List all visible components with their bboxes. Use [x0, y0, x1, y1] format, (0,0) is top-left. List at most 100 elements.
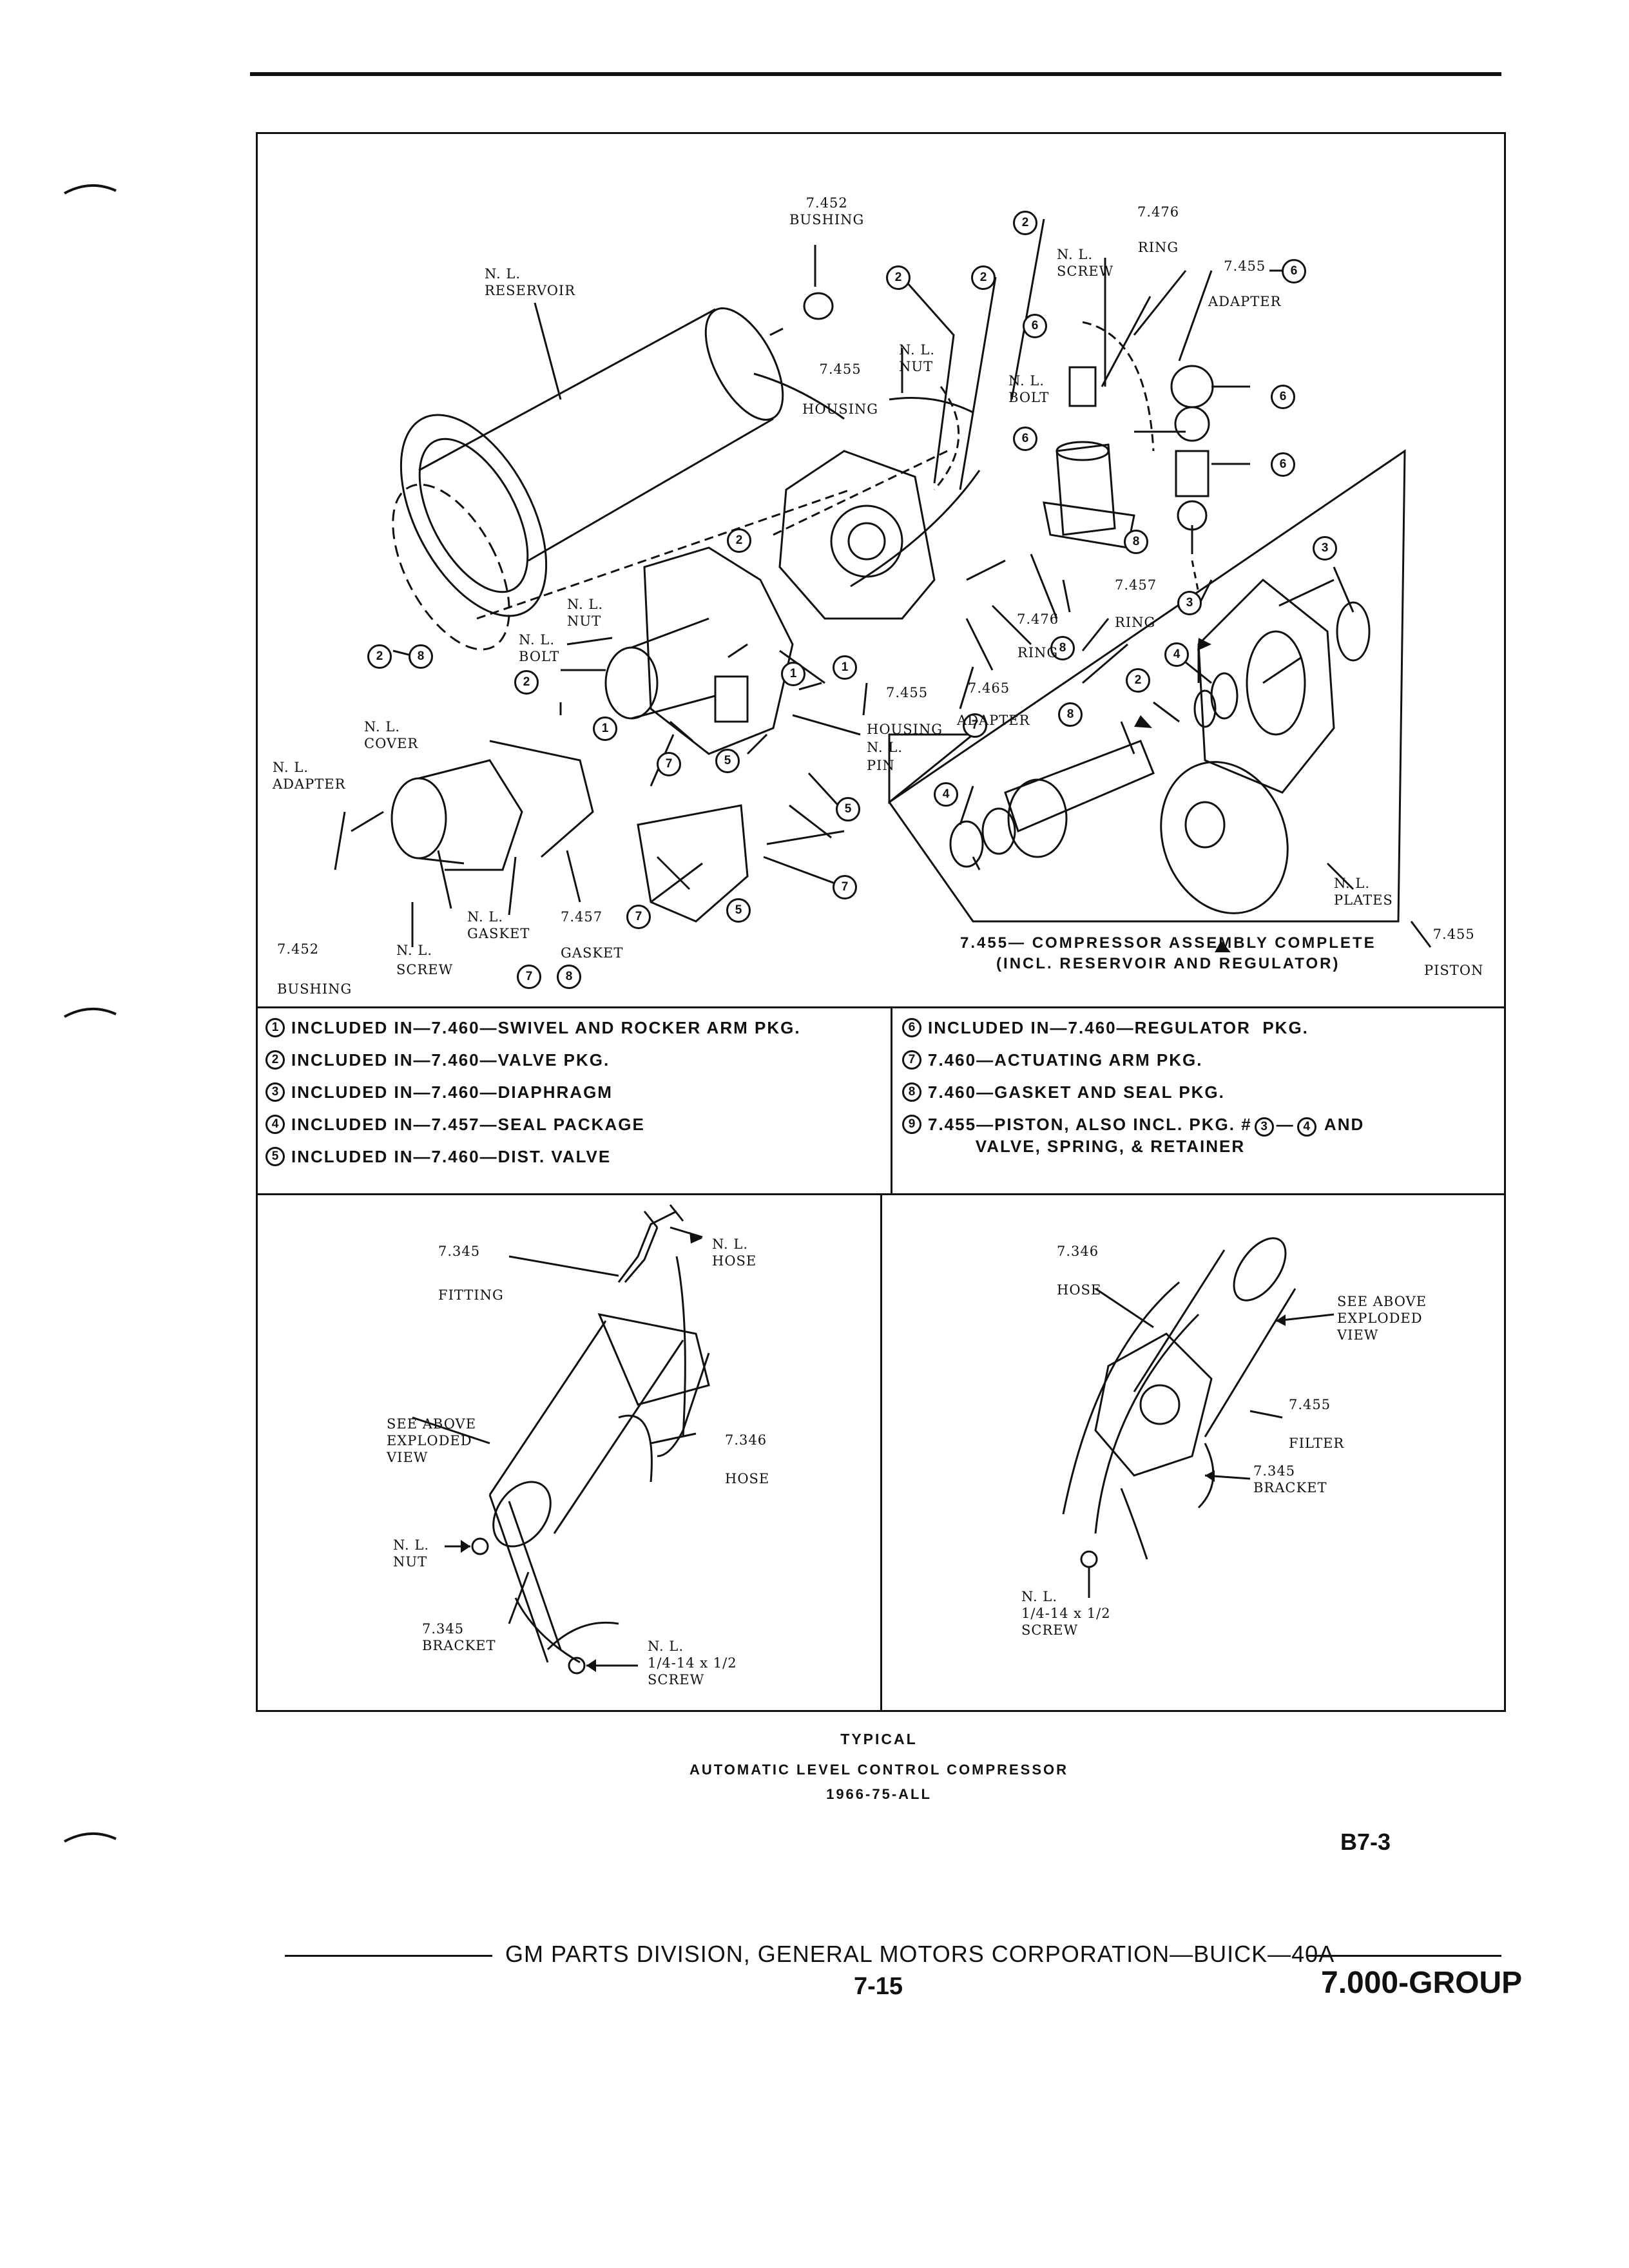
label-ring-7457: 7.457	[1115, 577, 1157, 593]
callout-6: 6	[1023, 314, 1047, 338]
callout-7: 7	[833, 875, 857, 899]
label-cover: N. L. COVER	[364, 719, 419, 751]
install-right-see-above: SEE ABOVE EXPLODED VIEW	[1337, 1294, 1427, 1343]
legend-text: 7.455—PISTON, ALSO INCL. PKG. #3—4 AND V…	[928, 1115, 1365, 1156]
legend-number-4: 4	[265, 1115, 285, 1134]
page-code: B7-3	[1340, 1829, 1391, 1855]
label-gasket-7457: 7.457 GASKET	[561, 909, 624, 961]
legend-number-8: 8	[902, 1082, 921, 1102]
install-left-screw: N. L. 1/4-14 x 1/2 SCREW	[648, 1639, 737, 1687]
callout-5: 5	[726, 898, 751, 923]
label-piston: 7.455 PISTON	[1424, 927, 1484, 978]
callout-2: 2	[514, 670, 539, 695]
callout-6: 6	[1282, 259, 1306, 284]
legend-text: INCLUDED IN—7.460—DIST. VALVE	[291, 1147, 612, 1166]
legend-number-1: 1	[265, 1018, 285, 1037]
install-right-bracket: 7.345 BRACKET	[1253, 1463, 1327, 1495]
install-left-hose-top: N. L. HOSE	[712, 1236, 757, 1269]
callout-1: 1	[593, 716, 617, 741]
callout-3: 3	[1313, 536, 1337, 561]
label-adapter-mid: ADAPTER	[957, 713, 1030, 728]
legend-inline-ref: 4	[1296, 1117, 1316, 1137]
callout-8: 8	[1124, 530, 1148, 554]
legend-item-7: 7 7.460—ACTUATING ARM PKG.	[902, 1050, 1203, 1070]
label-ring-right: RING	[1115, 615, 1156, 630]
label-screw-top: N. L. SCREW	[1057, 247, 1114, 279]
callout-4: 4	[934, 782, 958, 807]
install-right-hose: 7.346 HOSE	[1057, 1244, 1102, 1298]
callout-6: 6	[1271, 385, 1295, 409]
callout-5: 5	[715, 749, 740, 773]
label-assembly: 7.455— COMPRESSOR ASSEMBLY COMPLETE (INC…	[960, 934, 1376, 972]
callout-2: 2	[367, 644, 392, 669]
legend-number-7: 7	[902, 1050, 921, 1070]
footer-rule-right	[1308, 1955, 1501, 1957]
footer-publisher: GM PARTS DIVISION, GENERAL MOTORS CORPOR…	[505, 1941, 1335, 1967]
footer-page-number: 7-15	[854, 1973, 903, 2000]
legend-text: INCLUDED IN—7.460—REGULATOR PKG.	[928, 1018, 1309, 1037]
label-bushing-bottom: 7.452 BUSHING	[277, 941, 352, 997]
install-left-hose: 7.346 HOSE	[725, 1432, 770, 1486]
legend-item-1: 1 INCLUDED IN—7.460—SWIVEL AND ROCKER ARM…	[265, 1018, 801, 1038]
legend-text: INCLUDED IN—7.457—SEAL PACKAGE	[291, 1115, 645, 1134]
callout-8: 8	[1058, 702, 1083, 727]
label-bolt-left: N. L. BOLT	[519, 632, 560, 664]
legend-number-2: 2	[265, 1050, 285, 1070]
legend-top-rule	[256, 1006, 1506, 1008]
legend-number-3: 3	[265, 1082, 285, 1102]
callout-1: 1	[781, 662, 805, 686]
callout-8: 8	[409, 644, 433, 669]
install-right-screw: N. L. 1/4-14 x 1/2 SCREW	[1021, 1589, 1111, 1638]
caption-typical: TYPICAL	[840, 1731, 918, 1747]
legend-item-8: 8 7.460—GASKET AND SEAL PKG.	[902, 1082, 1225, 1102]
legend-item-5: 5 INCLUDED IN—7.460—DIST. VALVE	[265, 1147, 611, 1167]
legend-item-9: 9 7.455—PISTON, ALSO INCL. PKG. #3—4 AND …	[902, 1115, 1364, 1156]
label-housing-top: 7.455 HOUSING	[802, 361, 879, 417]
callout-5: 5	[836, 797, 860, 822]
legend-item-6: 6 INCLUDED IN—7.460—REGULATOR PKG.	[902, 1018, 1309, 1038]
legend-number-9: 9	[902, 1115, 921, 1134]
label-gasket-nl: N. L. GASKET	[467, 909, 530, 941]
legend-text: INCLUDED IN—7.460—SWIVEL AND ROCKER ARM …	[291, 1018, 801, 1037]
label-reservoir: N. L. RESERVOIR	[485, 266, 576, 298]
legend-text: INCLUDED IN—7.460—DIAPHRAGM	[291, 1082, 613, 1102]
legend-text: 7.460—ACTUATING ARM PKG.	[928, 1050, 1203, 1070]
callout-7: 7	[517, 965, 541, 989]
label-ref-7465: 7.465	[968, 680, 1010, 696]
legend-item-2: 2 INCLUDED IN—7.460—VALVE PKG.	[265, 1050, 610, 1070]
caption-title: AUTOMATIC LEVEL CONTROL COMPRESSOR	[689, 1762, 1069, 1778]
install-left-nut: N. L. NUT	[393, 1537, 430, 1570]
label-bolt-right: N. L. BOLT	[1008, 373, 1050, 405]
callout-2: 2	[727, 528, 751, 553]
footer-rule-left	[285, 1955, 492, 1957]
legend-item-3: 3 INCLUDED IN—7.460—DIAPHRAGM	[265, 1082, 613, 1102]
legend-text: 7.460—GASKET AND SEAL PKG.	[928, 1082, 1225, 1102]
label-ring-top: 7.476 RING	[1137, 204, 1180, 255]
legend-item-4: 4 INCLUDED IN—7.457—SEAL PACKAGE	[265, 1115, 645, 1135]
legend-text: INCLUDED IN—7.460—VALVE PKG.	[291, 1050, 610, 1070]
label-nut-left: N. L. NUT	[567, 597, 604, 629]
label-plates: N. L. PLATES	[1334, 876, 1393, 908]
label-screw-bottom: N. L. SCREW	[396, 943, 454, 977]
install-left-fitting: 7.345 FITTING	[438, 1244, 504, 1303]
label-nut-top: N. L. NUT	[899, 342, 936, 374]
label-adapter-left: N. L. ADAPTER	[273, 760, 346, 792]
callout-2: 2	[1126, 668, 1150, 693]
caption-years: 1966-75-ALL	[826, 1786, 932, 1802]
callout-3: 3	[1177, 591, 1202, 615]
legend-divider	[891, 1006, 892, 1193]
callout-6: 6	[1013, 427, 1037, 451]
label-adapter-top: 7.455 ADAPTER	[1208, 258, 1282, 309]
install-left-see-above: SEE ABOVE EXPLODED VIEW	[387, 1416, 477, 1465]
label-ring-mid: 7.476 RING	[1017, 611, 1059, 660]
callout-7: 7	[963, 713, 987, 738]
top-rule	[250, 72, 1501, 76]
callout-2: 2	[1013, 211, 1037, 235]
label-bushing-top: 7.452 BUSHING	[789, 195, 865, 227]
callout-1: 1	[833, 655, 857, 680]
legend-number-6: 6	[902, 1018, 921, 1037]
install-left-bracket: 7.345 BRACKET	[422, 1621, 496, 1653]
legend-number-5: 5	[265, 1147, 285, 1166]
callout-2: 2	[971, 265, 996, 290]
footer-group: 7.000-GROUP	[1321, 1966, 1523, 2000]
